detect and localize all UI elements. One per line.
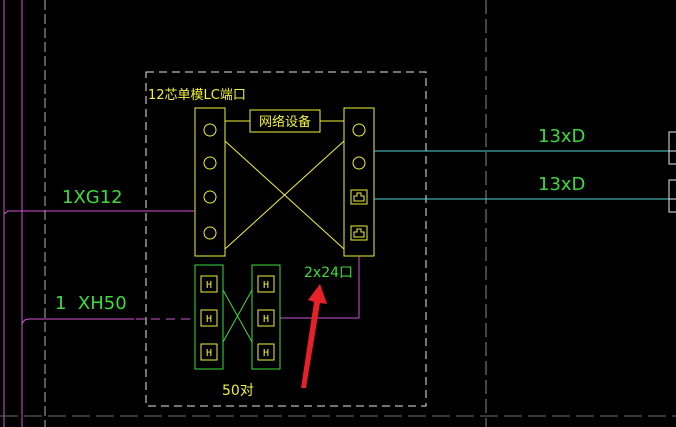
terminal-bracket-bottom	[668, 179, 676, 213]
cable-label-top: 13xD	[538, 126, 585, 147]
left-jack-2	[200, 309, 218, 327]
cross-line-2	[224, 140, 345, 250]
right-port-2	[352, 156, 366, 170]
cable-xh50-label: 1 XH50	[55, 293, 127, 314]
cable-xh50-line	[21, 318, 134, 340]
red-arrow-icon	[301, 284, 327, 388]
cabinet-title: 12芯单模LC端口	[148, 88, 246, 103]
right-jack-1-label: H	[263, 280, 269, 291]
right-jack-1	[257, 275, 275, 293]
right-jack-2-label: H	[263, 314, 269, 325]
left-port-1	[203, 123, 217, 137]
terminal-bracket-top	[668, 131, 676, 165]
network-device-box	[249, 109, 321, 133]
pairs-count-label: 50对	[222, 383, 254, 399]
right-fiber-panel	[343, 107, 375, 257]
cabinet-boundary	[145, 71, 427, 407]
left-jack-1-label: H	[206, 280, 212, 291]
right-jack-3	[257, 343, 275, 361]
left-jack-2-label: H	[206, 314, 212, 325]
left-port-2	[203, 156, 217, 170]
left-port-3	[203, 190, 217, 204]
right-voice-panel	[251, 264, 281, 370]
left-jack-3-label: H	[206, 348, 212, 359]
right-jack-3-label: H	[263, 348, 269, 359]
port-count-label: 2x24口	[304, 265, 353, 281]
right-rj-jack-1	[350, 189, 368, 205]
right-jack-2	[257, 309, 275, 327]
voice-cross-line-2	[222, 289, 253, 343]
right-rj-jack-2	[350, 225, 368, 241]
rj-jack-icon	[353, 228, 365, 238]
rj-jack-icon	[353, 192, 365, 202]
voice-link-line	[280, 256, 360, 319]
cable-1xg12-label: 1XG12	[62, 187, 123, 208]
left-jack-1	[200, 275, 218, 293]
cable-1xg12-line	[3, 210, 195, 215]
left-voice-panel	[194, 264, 224, 370]
cable-label-bottom: 13xD	[538, 174, 585, 195]
left-fiber-panel	[194, 107, 226, 257]
left-jack-3	[200, 343, 218, 361]
right-port-1	[352, 123, 366, 137]
left-port-4	[203, 226, 217, 240]
network-device-label: 网络设备	[259, 114, 311, 130]
